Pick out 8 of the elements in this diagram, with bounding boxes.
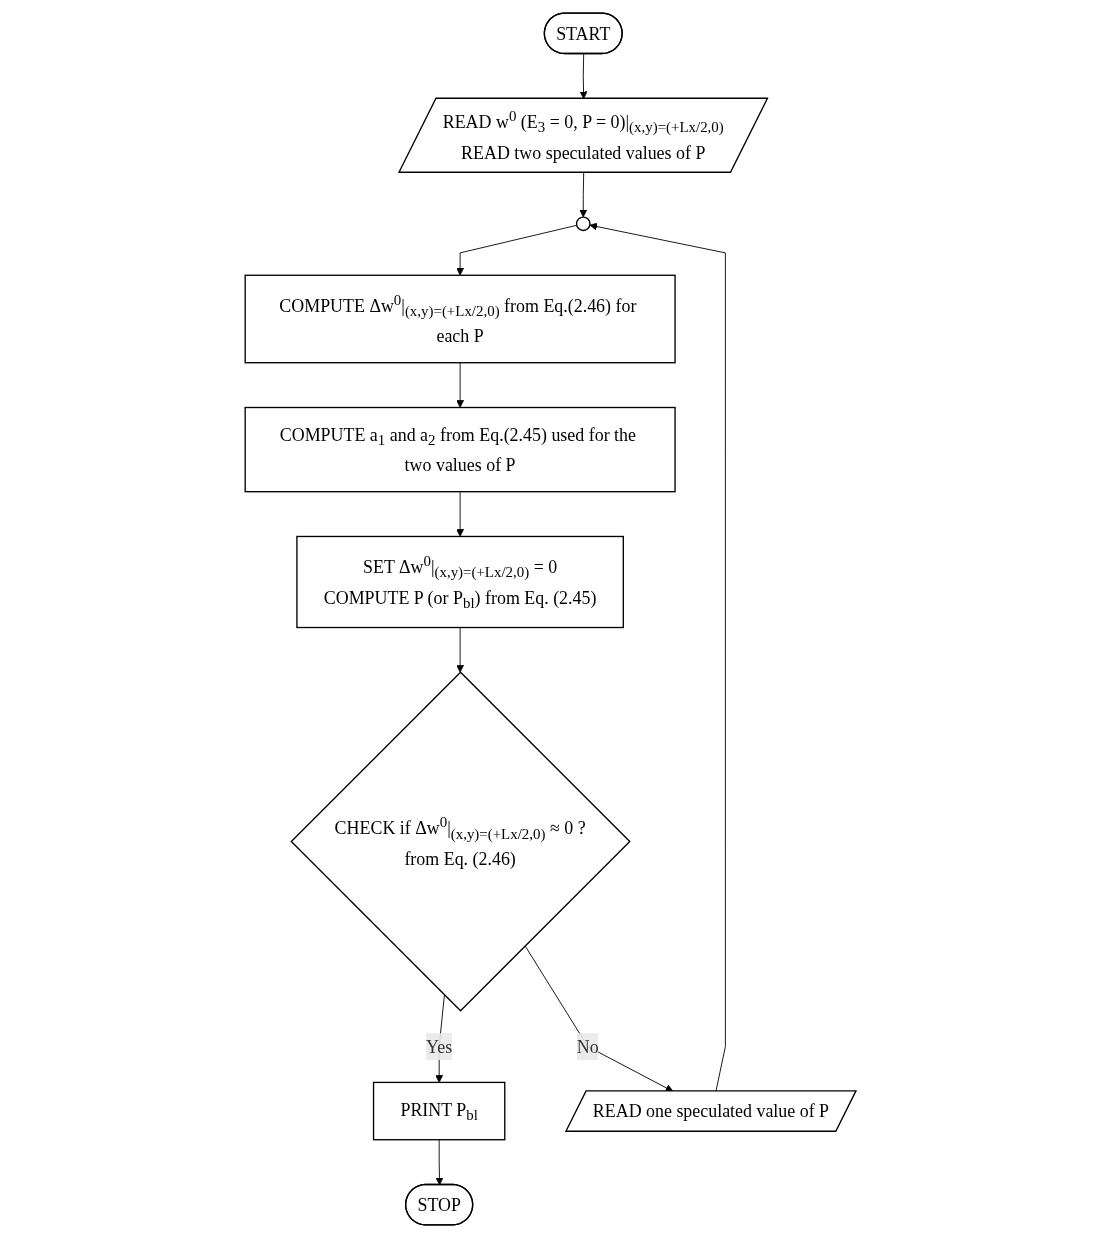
node-box: COMPUTE a$_{1}$ and a$_{2}$ from Eq.(2.45) used for the two values of P bbox=[244, 406, 677, 493]
node-diamond: CHECK if Δw$^{0}$|$_{(x,y)=(+Lx/2,0)}$ ≈ 0 ? from Eq. (2.46) bbox=[290, 671, 632, 1012]
node-box: SET Δw$^{0}$|$_{(x,y)=(+Lx/2,0)}$ = 0 COMPUTE P (or P$_{bl}$) from Eq. (2.45) bbox=[296, 535, 625, 629]
node-box: COMPUTE Δw$^{0}$|$_{(x,y)=(+Lx/2,0)}$ from Eq.(2.46) for each P bbox=[244, 274, 677, 364]
node-box: PRINT P$_{bl}$ bbox=[373, 1081, 506, 1141]
node-circle bbox=[576, 216, 592, 232]
edge-label: No bbox=[577, 1036, 600, 1057]
edge-label: Yes bbox=[426, 1036, 453, 1057]
